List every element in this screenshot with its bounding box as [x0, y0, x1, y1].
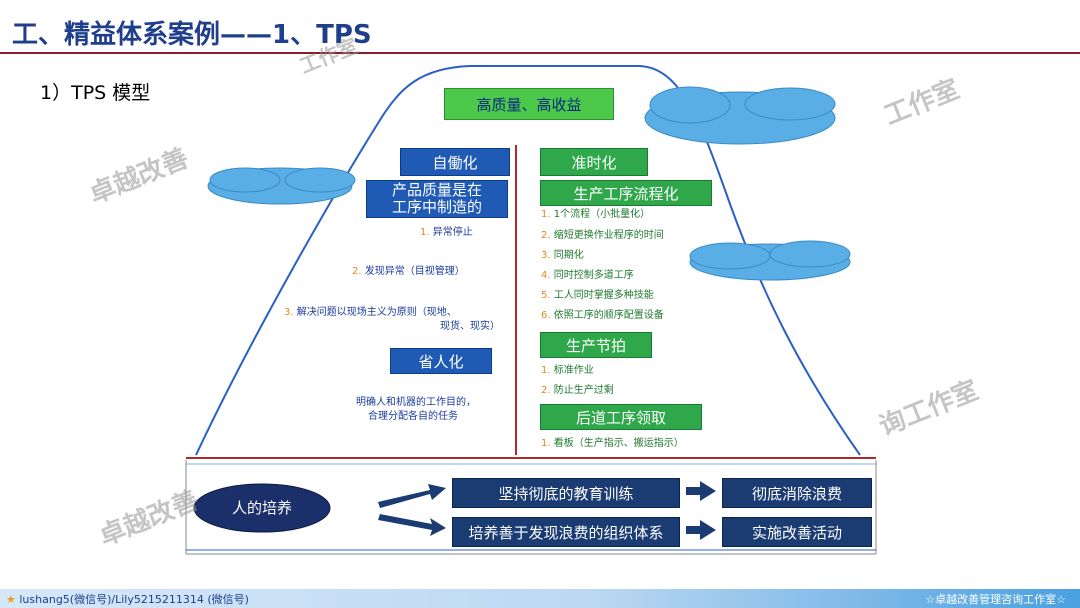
cloud-top-right — [644, 86, 836, 145]
star-icon: ★ — [6, 593, 16, 606]
footer-contact: ★ lushang5(微信号)/Lily5215211314 (微信号) — [6, 593, 249, 606]
jidoka-item-1: 1. 异常停止 — [420, 227, 473, 238]
quality-line-1: 产品质量是在 — [391, 181, 482, 199]
pull-box: 后道工序领取 — [540, 404, 702, 430]
quality-box: 产品质量是在 工序中制造的 — [366, 180, 508, 218]
title-divider — [0, 52, 1080, 54]
kaizen-box: 实施改善活动 — [722, 517, 872, 547]
jidoka-item-3-cont: 现货、现实） — [440, 321, 500, 332]
section-subtitle: 1）TPS 模型 — [40, 82, 151, 104]
cloud-right — [689, 240, 851, 281]
mountain-outline — [195, 65, 861, 456]
organization-box: 培养善于发现浪费的组织体系 — [452, 517, 680, 547]
flow-item-5: 5. 工人同时掌握多种技能 — [541, 290, 654, 301]
flow-item-4: 4. 同时控制多道工序 — [541, 270, 634, 281]
arrow-to-row1 — [378, 484, 446, 508]
flow-box: 生产工序流程化 — [540, 180, 712, 206]
pull-item-1: 1. 看板（生产指示、搬运指示） — [541, 438, 684, 449]
people-label: 人的培养 — [231, 499, 292, 517]
goal-box: 高质量、高收益 — [444, 88, 614, 120]
quality-line-2: 工序中制造的 — [391, 198, 482, 216]
jidoka-item-2: 2. 发现异常（目视管理） — [352, 266, 465, 277]
shojinka-desc-2: 合理分配各自的任务 — [368, 411, 458, 422]
cloud-left — [207, 167, 356, 205]
jidoka-item-3: 3. 解决问题以现场主义为原则（现地、 — [284, 307, 457, 318]
arrow-row1-right — [686, 481, 716, 501]
shojinka-box: 省人化 — [390, 348, 492, 374]
flow-item-3: 3. 同期化 — [541, 250, 584, 261]
page-title: 工、精益体系案例——1、TPS — [12, 20, 372, 50]
footer-brand: ☆卓越改善管理咨询工作室☆ — [925, 593, 1066, 606]
takt-item-1: 1. 标准作业 — [541, 365, 594, 376]
arrow-to-row2 — [378, 514, 446, 536]
shojinka-desc-1: 明确人和机器的工作目的， — [356, 397, 476, 408]
arrows — [378, 481, 716, 540]
people-ellipse — [193, 483, 331, 533]
flow-item-2: 2. 缩短更换作业程序的时间 — [541, 230, 664, 241]
education-box: 坚持彻底的教育训练 — [452, 478, 680, 508]
jidoka-box: 自働化 — [400, 148, 510, 176]
flow-item-6: 6. 依照工序的顺序配置设备 — [541, 310, 664, 321]
eliminate-waste-box: 彻底消除浪费 — [722, 478, 872, 508]
takt-item-2: 2. 防止生产过剩 — [541, 385, 614, 396]
takt-box: 生产节拍 — [540, 332, 652, 358]
flow-item-1: 1. 1个流程（小批量化） — [541, 209, 651, 220]
jit-box: 准时化 — [540, 148, 648, 176]
footer-bar — [0, 589, 1080, 608]
arrow-row2-right — [686, 520, 716, 540]
